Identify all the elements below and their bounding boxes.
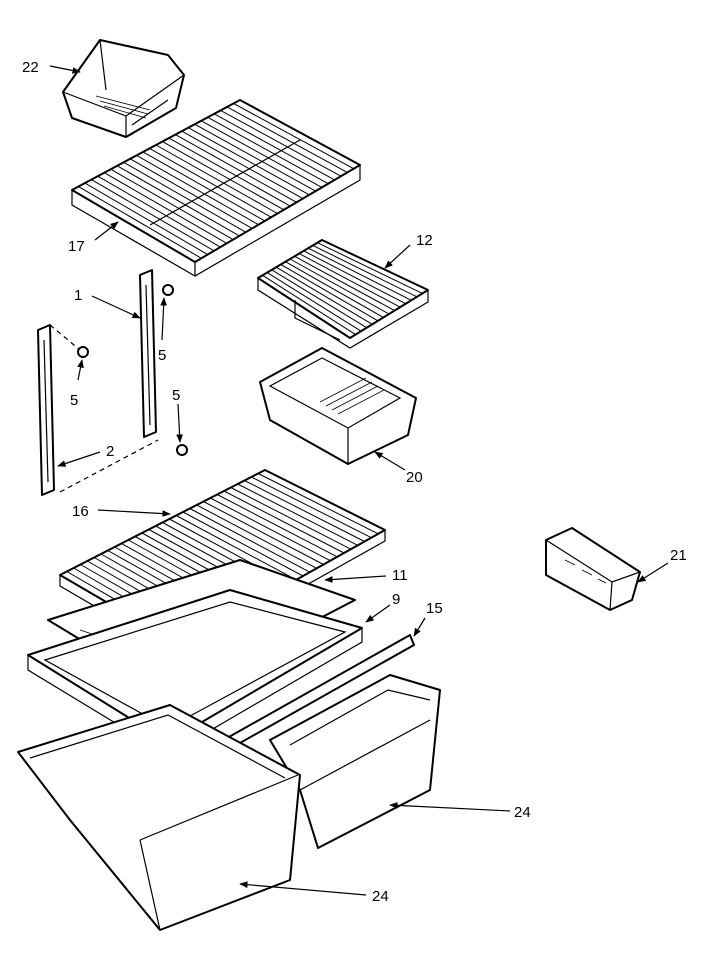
- wire-rod: [110, 168, 234, 241]
- part-1-right-rail: [139, 269, 157, 438]
- callout-2: 2: [106, 443, 114, 460]
- callout-5-top: 5: [158, 347, 166, 364]
- part-12-pan-cover: [257, 239, 429, 349]
- wire-rod: [308, 247, 412, 301]
- wire-rod: [149, 148, 272, 218]
- wire-rod: [189, 508, 311, 573]
- callout-24-right: 24: [514, 804, 531, 821]
- wire-rod: [223, 490, 345, 554]
- callout-20: 20: [406, 469, 423, 486]
- part-2-left-rail: [37, 324, 55, 496]
- wire-rod: [129, 158, 253, 229]
- wire-rod: [210, 497, 331, 562]
- part-17-wire-shelf: [71, 99, 361, 277]
- wire-rod: [207, 116, 329, 185]
- callout-17: 17: [68, 238, 85, 255]
- wire-rod: [78, 186, 202, 259]
- wire-rod: [123, 161, 247, 233]
- wire-rod: [303, 250, 406, 305]
- callout-21: 21: [670, 547, 687, 564]
- part-21-dairy-bin: [545, 527, 641, 611]
- wire-rod: [188, 127, 310, 196]
- part-9-shelf-frame: [27, 589, 363, 756]
- screw-part-5-b: [162, 284, 174, 296]
- wire-rod: [182, 511, 304, 577]
- callout-12: 12: [416, 232, 433, 249]
- wire-rod: [294, 255, 395, 312]
- wire-rod: [262, 274, 356, 335]
- part-24-crisper-pan-left: [17, 704, 301, 931]
- wire-rod: [298, 253, 401, 308]
- wire-rod: [203, 501, 324, 565]
- wire-rod: [91, 179, 215, 252]
- wire-rod: [196, 504, 317, 569]
- leader-lines: [49, 65, 669, 896]
- wire-rod: [175, 515, 297, 581]
- part-22-bin: [62, 39, 185, 138]
- wire-rod: [276, 266, 373, 325]
- wire-rod: [244, 480, 365, 542]
- callout-5-mid: 5: [172, 387, 180, 404]
- callout-16: 16: [72, 503, 89, 520]
- wire-rod: [116, 165, 240, 237]
- wire-rod: [168, 137, 291, 207]
- callout-1: 1: [74, 287, 82, 304]
- rail-alignment-line: [59, 439, 159, 493]
- wire-rod: [181, 130, 304, 200]
- wire-rod: [220, 109, 342, 177]
- rail-alignment-line-top: [49, 324, 81, 351]
- wire-rod: [257, 473, 379, 535]
- wire-rod: [155, 144, 278, 214]
- wire-rod: [84, 182, 208, 255]
- callout-24-left: 24: [372, 888, 389, 905]
- callout-22: 22: [22, 59, 39, 76]
- wire-rod: [200, 120, 323, 188]
- callout-9: 9: [392, 591, 400, 608]
- wire-rod: [226, 106, 348, 173]
- wire-rod: [280, 263, 379, 322]
- wire-rod: [289, 258, 390, 315]
- wire-rod: [266, 272, 362, 332]
- wire-rod: [194, 123, 316, 192]
- wire-rod: [251, 476, 372, 539]
- wire-rod: [175, 134, 297, 203]
- wire-rod: [230, 487, 352, 550]
- wire-rod: [237, 483, 358, 546]
- callout-11: 11: [392, 567, 408, 584]
- wire-rod: [285, 261, 384, 318]
- wire-rod: [216, 494, 338, 558]
- callout-15: 15: [426, 600, 443, 617]
- wire-rod: [162, 141, 285, 211]
- wire-rod: [142, 151, 266, 222]
- wire-rod: [136, 154, 259, 226]
- wire-rod: [271, 269, 367, 329]
- part-20-meat-pan: [259, 347, 417, 465]
- screw-part-5-c: [176, 444, 188, 456]
- screw-part-5-a: [77, 346, 89, 358]
- wire-rod: [312, 244, 418, 298]
- wire-rod: [213, 113, 335, 181]
- wire-rod: [233, 103, 354, 170]
- wire-rod: [317, 242, 423, 294]
- wire-rod: [104, 172, 227, 244]
- wire-rod: [97, 175, 221, 248]
- callout-5-left: 5: [70, 392, 78, 409]
